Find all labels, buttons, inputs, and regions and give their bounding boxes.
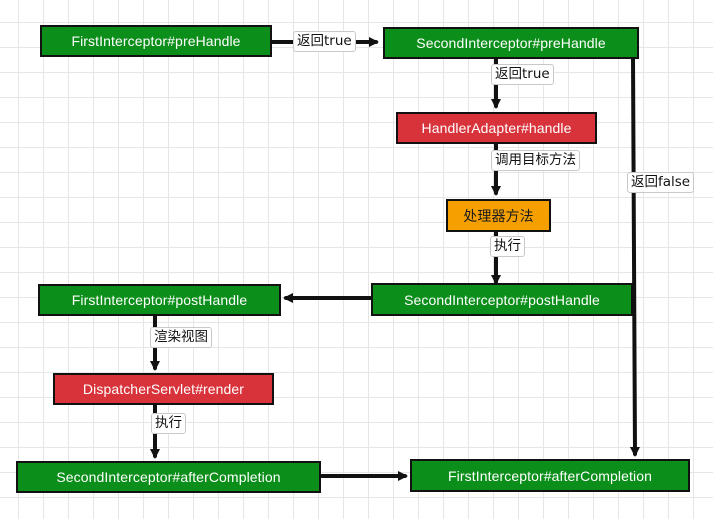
edge-second-pre-to-first-after [629,56,640,457]
node-dispatcher-render: DispatcherServlet#render [53,373,274,405]
label-return-false: 返回false [627,172,695,193]
node-second-aftercompletion: SecondInterceptor#afterCompletion [16,461,321,493]
label-return-true-2: 返回true [491,64,554,85]
node-handler-adapter: HandlerAdapter#handle [396,112,597,144]
label-execute-1: 执行 [490,236,525,257]
label-execute-2: 执行 [151,413,186,434]
label-call-target: 调用目标方法 [491,150,580,171]
node-first-aftercompletion: FirstInterceptor#afterCompletion [410,459,690,492]
node-handler-method: 处理器方法 [446,199,551,232]
node-first-posthandle: FirstInterceptor#postHandle [38,284,281,316]
node-first-prehandle: FirstInterceptor#preHandle [40,25,272,57]
label-return-true-1: 返回true [293,31,356,52]
label-render-view: 渲染视图 [150,327,212,348]
node-second-posthandle: SecondInterceptor#postHandle [371,283,633,316]
node-second-prehandle: SecondInterceptor#preHandle [383,27,639,59]
